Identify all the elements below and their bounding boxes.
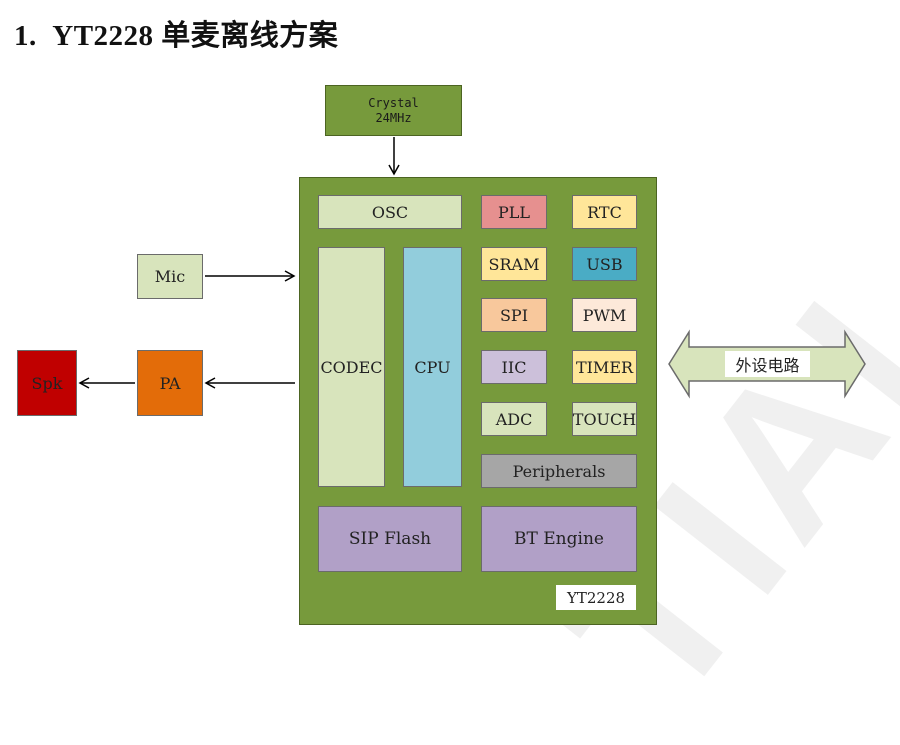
iic-block: IIC <box>481 350 547 384</box>
sip-flash-block: SIP Flash <box>318 506 462 572</box>
peripherals-block: Peripherals <box>481 454 637 488</box>
connection-arrows <box>78 137 866 399</box>
osc-block: OSC <box>318 195 462 229</box>
touch-block: TOUCH <box>572 402 637 436</box>
section-title: YT2228 单麦离线方案 <box>52 20 339 52</box>
chip-name-label: YT2228 <box>556 585 636 610</box>
rtc-block: RTC <box>572 195 637 229</box>
mic-block: Mic <box>137 254 203 299</box>
crystal-block: Crystal 24MHz <box>325 85 462 136</box>
adc-block: ADC <box>481 402 547 436</box>
pll-block: PLL <box>481 195 547 229</box>
crystal-label: Crystal <box>368 95 419 110</box>
bt-engine-block: BT Engine <box>481 506 637 572</box>
spi-block: SPI <box>481 298 547 332</box>
page-title: 1. YT2228 单麦离线方案 <box>14 12 338 54</box>
spk-block: Spk <box>17 350 77 416</box>
codec-block: CODEC <box>318 247 385 487</box>
pwm-block: PWM <box>572 298 637 332</box>
sram-block: SRAM <box>481 247 547 281</box>
peripheral-circuit-label: 外设电路 <box>725 351 810 377</box>
pa-block: PA <box>137 350 203 416</box>
section-number: 1. <box>14 20 37 52</box>
timer-block: TIMER <box>572 350 637 384</box>
cpu-block: CPU <box>403 247 462 487</box>
usb-block: USB <box>572 247 637 281</box>
crystal-frequency: 24MHz <box>375 110 412 125</box>
